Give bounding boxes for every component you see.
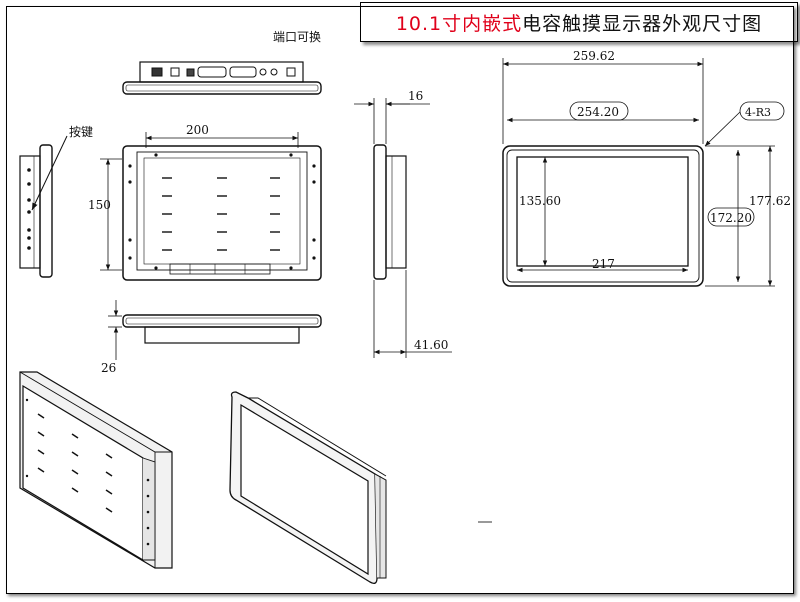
button-pointer-arrow-icon	[31, 135, 68, 211]
title-box: 10.1寸内嵌式电容触摸显示器外观尺寸图	[360, 2, 798, 42]
dim-screen-width-label: 217	[592, 257, 615, 271]
dim-front-width	[145, 132, 299, 148]
dim-overall-height	[705, 145, 775, 287]
dim-overall-width	[502, 58, 704, 144]
right-side-view	[373, 144, 407, 280]
front-view	[122, 145, 322, 281]
dim-cutout-width-label: 254.20	[577, 105, 619, 119]
dim-bezel-step	[108, 300, 122, 360]
title-black-part: 电容触摸显示器外观尺寸图	[522, 12, 763, 35]
dim-corner-radius	[704, 101, 785, 147]
dim-cutout-height	[707, 150, 755, 282]
button-label: 按键	[69, 125, 93, 139]
back-panel-perspective-icon	[19, 371, 173, 569]
top-view	[122, 61, 322, 95]
dim-side-depth-top-label: 16	[408, 89, 423, 103]
dim-cutout-height-label: 172.20	[710, 211, 752, 225]
dim-overall-width-label: 259.62	[573, 49, 615, 63]
bottom-view	[122, 314, 322, 344]
dim-overall-height-label: 177.62	[749, 194, 791, 208]
dim-side-depth-bottom	[373, 270, 452, 358]
dim-cutout-width	[507, 101, 699, 123]
dim-bezel-step-label: 26	[101, 361, 116, 375]
dim-front-height	[100, 158, 122, 271]
screen-front-view	[502, 145, 704, 287]
dim-screen-height-label: 135.60	[519, 194, 561, 208]
port-note: 端口可换	[273, 30, 321, 44]
dim-corner-radius-label: 4-R3	[745, 106, 771, 119]
dim-side-depth-bottom-label: 41.60	[414, 338, 448, 352]
front-panel-perspective-icon	[229, 391, 387, 584]
dim-front-width-label: 200	[186, 123, 209, 137]
dim-side-depth-top	[354, 98, 430, 144]
dim-front-height-label: 150	[88, 198, 111, 212]
left-side-view	[19, 144, 53, 278]
title-red-part: 10.1寸内嵌式	[395, 12, 523, 35]
